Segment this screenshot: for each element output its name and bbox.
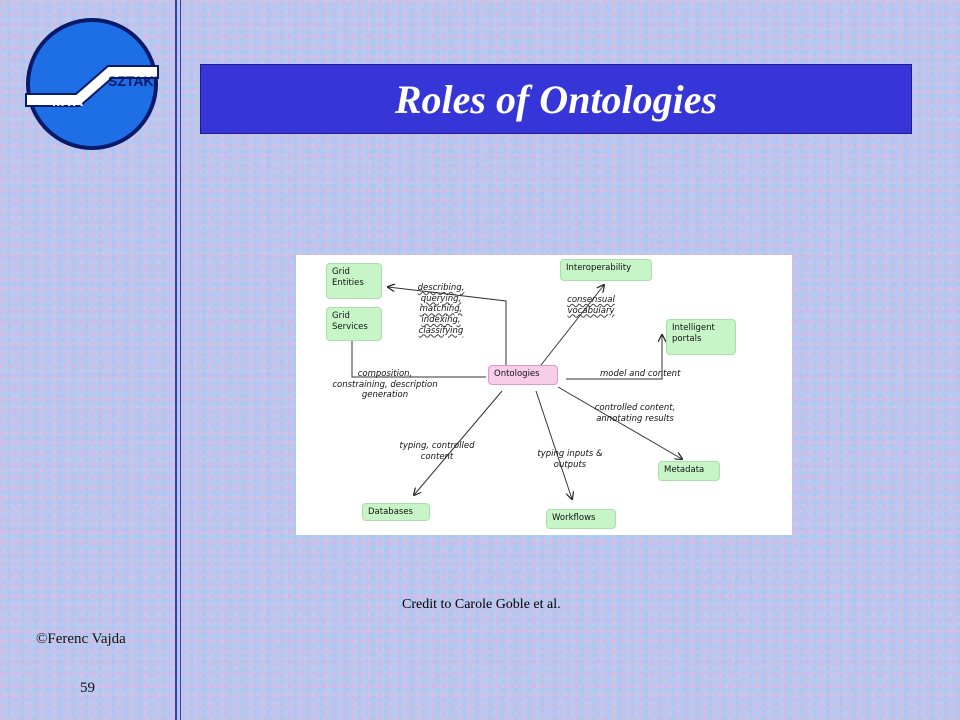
edge-to-metadata xyxy=(557,386,682,459)
node-ontologies: Ontologies xyxy=(488,365,558,385)
edge-to-interoperability xyxy=(540,285,604,366)
vertical-rule-thick xyxy=(175,0,177,720)
edge-label-model: model and content xyxy=(600,369,681,379)
logo-text-mta: MTA xyxy=(52,93,84,110)
edge-to-workflows xyxy=(535,390,572,499)
node-workflows: Workflows xyxy=(546,509,616,529)
node-grid-entities: Grid Entities xyxy=(326,263,382,299)
node-interoperability: Interoperability xyxy=(560,259,652,281)
page-number: 59 xyxy=(80,680,95,696)
edge-to-databases xyxy=(414,390,503,495)
edge-label-typing-inputs: typing inputs & outputs xyxy=(537,449,603,470)
edge-to-grid-entities xyxy=(388,287,507,367)
ontology-roles-diagram: Grid Entities Grid Services Interoperabi… xyxy=(296,255,792,535)
author-copyright: ©Ferenc Vajda xyxy=(36,631,126,647)
credit-note: Credit to Carole Goble et al. xyxy=(402,597,561,612)
node-intelligent-portals: Intelligent portals xyxy=(666,319,736,355)
node-databases: Databases xyxy=(362,503,430,521)
edge-label-describing: describing, querying, matching, indexing… xyxy=(417,283,465,336)
node-grid-services: Grid Services xyxy=(326,307,382,341)
vertical-rule-thin xyxy=(180,0,181,720)
edge-to-intelligent-portals xyxy=(566,335,662,380)
title-bar: Roles of Ontologies xyxy=(200,64,912,134)
logo-text-sztaki: SZTAKI xyxy=(108,73,158,89)
node-metadata: Metadata xyxy=(658,461,720,481)
edge-label-typing-controlled: typing, controlled content xyxy=(399,441,475,462)
edge-label-consensual: consensual vocabulary xyxy=(567,295,615,316)
mta-sztaki-logo: MTA SZTAKI xyxy=(25,18,159,150)
diagram-edges xyxy=(296,255,792,535)
edge-to-grid-services xyxy=(352,331,486,378)
edge-label-controlled: controlled content, annotating results xyxy=(594,403,676,424)
edge-label-composition: composition, constraining, description g… xyxy=(332,369,438,401)
slide-title: Roles of Ontologies xyxy=(394,76,718,122)
